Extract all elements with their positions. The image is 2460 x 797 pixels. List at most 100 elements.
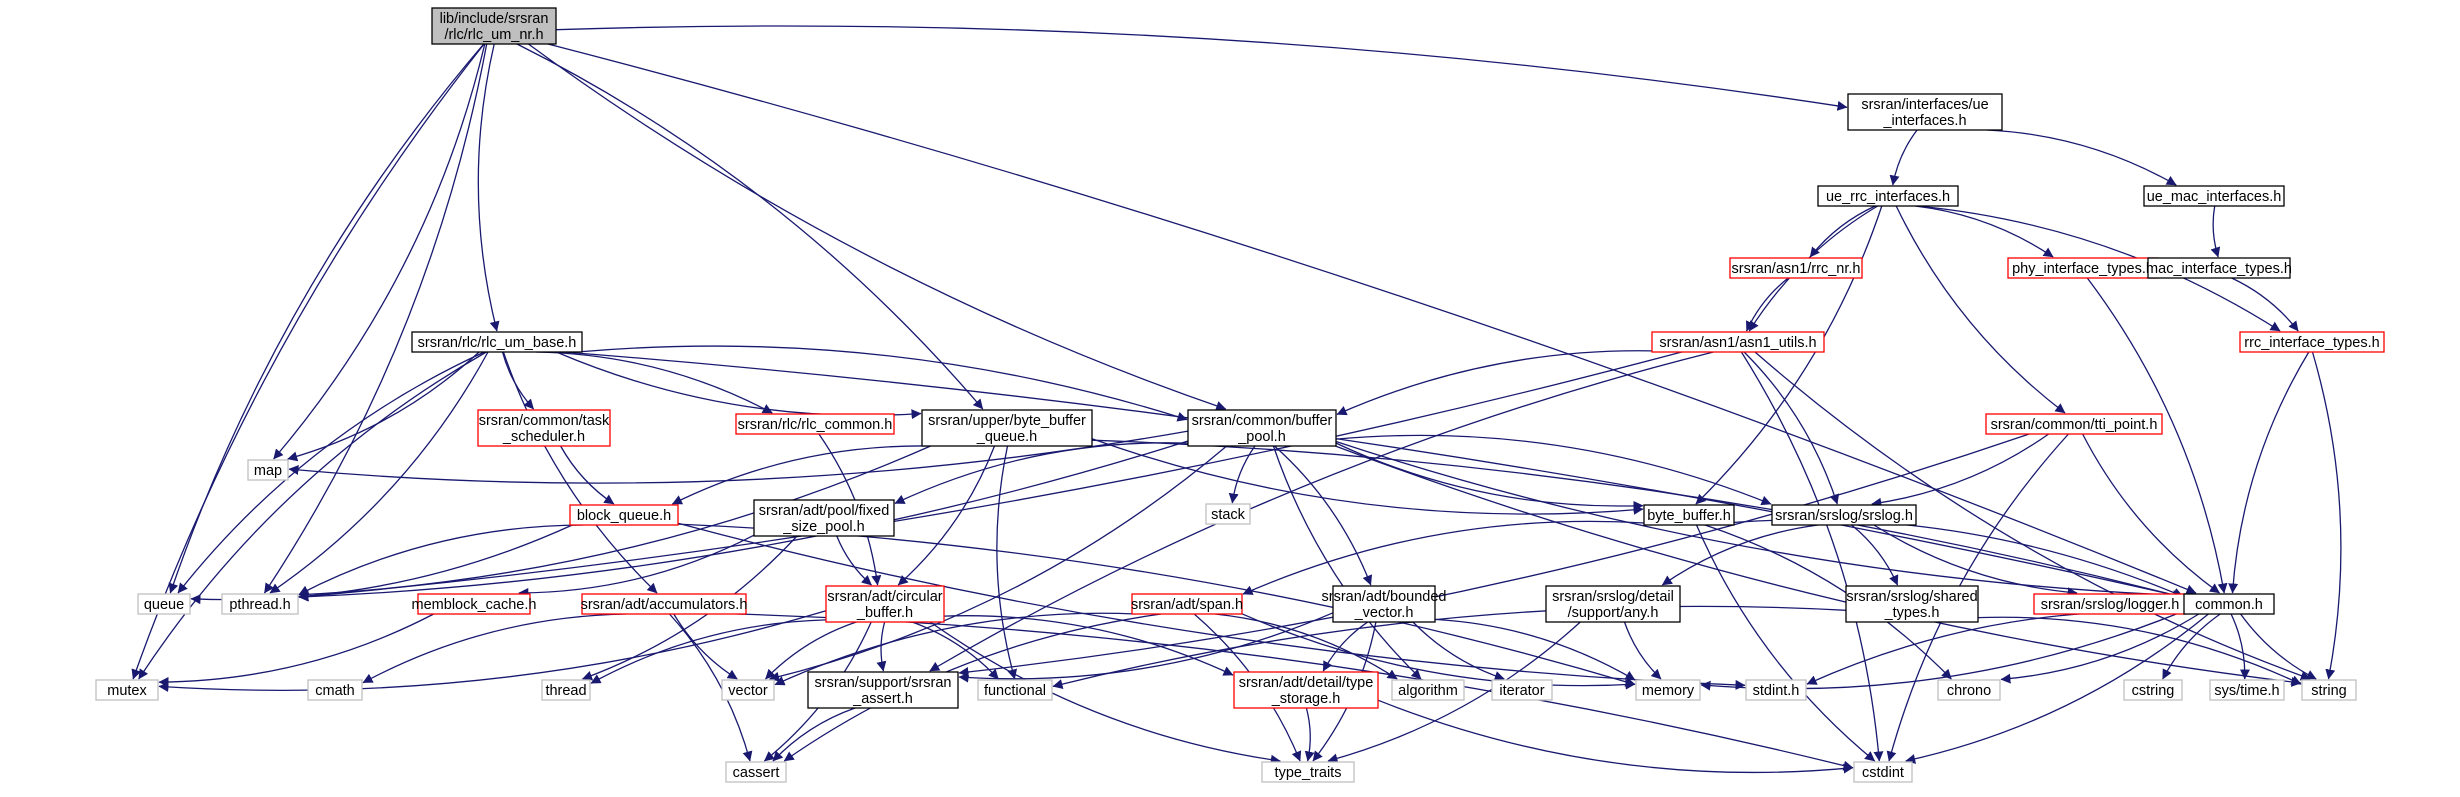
node-rlccom[interactable]: srsran/rlc/rlc_common.h — [735, 413, 895, 435]
node-umbase[interactable]: srsran/rlc/rlc_um_base.h — [411, 331, 583, 353]
node-root[interactable]: lib/include/srsran/rlc/rlc_um_nr.h — [431, 7, 557, 45]
node-ue_mac[interactable]: ue_mac_interfaces.h — [2143, 185, 2285, 207]
edge-asn1u-to-bpool — [1336, 350, 1683, 416]
edge-common-to-cstring — [2162, 613, 2221, 680]
edge-span-to-memory — [1241, 613, 1636, 690]
node-ue_rrc[interactable]: ue_rrc_interfaces.h — [1817, 185, 1959, 207]
edge-ue_rrc-to-rrc_nr — [1809, 205, 1876, 258]
node-label-tti: srsran/common/tti_point.h — [1991, 417, 2158, 433]
edge-root-to-map — [273, 43, 486, 460]
node-asn1u[interactable]: srsran/asn1/asn1_utils.h — [1651, 331, 1825, 353]
edge-srslog-to-anyh — [1661, 524, 1819, 586]
edge-blockq-to-stdint — [677, 522, 1746, 690]
node-label-vector: vector — [728, 683, 768, 699]
node-span[interactable]: srsran/adt/span.h — [1131, 593, 1243, 615]
node-ue_if[interactable]: srsran/interfaces/ue_interfaces.h — [1847, 93, 2003, 131]
node-chrono: chrono — [1937, 679, 2001, 701]
node-fixed[interactable]: srsran/adt/pool/fixed_size_pool.h — [753, 499, 895, 537]
edge-root-to-bbq — [516, 43, 984, 410]
node-label-systime: sys/time.h — [2214, 683, 2279, 699]
node-label-algorithm: algorithm — [1398, 683, 1458, 699]
node-box-fixed — [753, 499, 895, 537]
edge-sassert-to-cassert — [772, 707, 856, 762]
node-rrc_if[interactable]: rrc_interface_types.h — [2239, 331, 2385, 353]
node-box-mac_if — [2147, 257, 2291, 279]
node-srslog[interactable]: srsran/srslog/srslog.h — [1771, 504, 1917, 526]
edge-bvec-to-sassert — [958, 612, 1334, 683]
node-box-bvec — [1332, 585, 1436, 623]
node-box-shtypes — [1845, 585, 1979, 623]
node-sassert[interactable]: srsran/support/srsran_assert.h — [807, 671, 959, 709]
edge-anyh-to-typetr — [1327, 621, 1581, 764]
node-box-root — [431, 7, 557, 45]
node-phy_if[interactable]: phy_interface_types.h — [2007, 257, 2159, 279]
node-box-stack — [1205, 503, 1251, 525]
node-box-bpool — [1187, 409, 1337, 447]
node-box-memory — [1635, 679, 1701, 701]
node-box-rrc_if — [2239, 331, 2385, 353]
node-label-circ: srsran/adt/circular — [827, 589, 942, 605]
edge-bpool-to-common — [1335, 440, 2184, 601]
node-label-bvec: _vector.h — [1354, 605, 1414, 621]
node-logger[interactable]: srsran/srslog/logger.h — [2033, 593, 2187, 615]
node-box-typetr — [1261, 761, 1355, 783]
node-iterator: iterator — [1491, 679, 1553, 701]
edge-shtypes-to-string — [1977, 616, 2302, 685]
node-label-sassert: srsran/support/srsran — [815, 675, 952, 691]
node-tti[interactable]: srsran/common/tti_point.h — [1985, 413, 2163, 435]
edge-fixed-to-thread — [582, 535, 798, 681]
node-box-cmath — [307, 679, 363, 701]
node-label-thread: thread — [545, 683, 586, 699]
node-label-fixed: srsran/adt/pool/fixed — [759, 503, 890, 519]
node-box-chrono — [1937, 679, 2001, 701]
node-memblk[interactable]: memblock_cache.h — [412, 593, 537, 615]
node-box-circ — [825, 585, 945, 623]
node-label-common: common.h — [2195, 597, 2263, 613]
node-functional: functional — [977, 679, 1053, 701]
node-circ[interactable]: srsran/adt/circular_buffer.h — [825, 585, 945, 623]
edge-root-to-ue_if — [555, 25, 1848, 111]
node-mac_if[interactable]: mac_interface_types.h — [2146, 257, 2292, 279]
node-box-pthread — [221, 593, 299, 615]
node-label-mutex: mutex — [107, 683, 147, 699]
edge-circ-to-vector — [765, 621, 857, 680]
edge-phy_if-to-common — [2086, 277, 2228, 594]
node-cassert: cassert — [725, 761, 787, 783]
node-accum[interactable]: srsran/adt/accumulators.h — [581, 593, 748, 615]
node-box-functional — [977, 679, 1053, 701]
node-rrc_nr[interactable]: srsran/asn1/rrc_nr.h — [1729, 257, 1863, 279]
node-label-bpool: _pool.h — [1237, 429, 1286, 445]
node-label-memory: memory — [1642, 683, 1695, 699]
edge-umbase-to-rlccom — [535, 351, 773, 414]
edge-circ-to-typest — [943, 615, 1234, 676]
node-blockq[interactable]: block_queue.h — [569, 504, 679, 526]
node-bbq[interactable]: srsran/upper/byte_buffer_queue.h — [921, 409, 1093, 447]
node-box-cassert — [725, 761, 787, 783]
node-label-span: srsran/adt/span.h — [1131, 597, 1243, 613]
node-anyh[interactable]: srsran/srslog/detail/support/any.h — [1545, 585, 1681, 623]
node-typest[interactable]: srsran/adt/detail/type_storage.h — [1233, 671, 1379, 709]
edge-srslog-to-logger — [1873, 524, 2078, 598]
node-label-root: /rlc/rlc_um_nr.h — [444, 27, 543, 43]
node-stack: stack — [1205, 503, 1251, 525]
node-label-ue_rrc: ue_rrc_interfaces.h — [1826, 189, 1950, 205]
node-algorithm: algorithm — [1391, 679, 1465, 701]
node-box-task — [477, 409, 611, 447]
node-box-algorithm — [1391, 679, 1465, 701]
node-bytebuf[interactable]: byte_buffer.h — [1643, 504, 1735, 526]
node-label-shtypes: srsran/srslog/shared — [1846, 589, 1977, 605]
edge-bbq-to-bytebuf — [1091, 438, 1644, 515]
node-label-functional: functional — [984, 683, 1046, 699]
edge-root-to-umbase — [477, 43, 500, 332]
node-task[interactable]: srsran/common/task_scheduler.h — [477, 409, 611, 447]
node-box-iterator — [1491, 679, 1553, 701]
node-bvec[interactable]: srsran/adt/bounded_vector.h — [1322, 585, 1447, 623]
node-bpool[interactable]: srsran/common/buffer_pool.h — [1187, 409, 1337, 447]
node-common[interactable]: common.h — [2183, 593, 2275, 615]
edge-root-to-mutex — [131, 43, 485, 680]
node-label-anyh: srsran/srslog/detail — [1552, 589, 1674, 605]
node-label-shtypes: _types.h — [1884, 605, 1940, 621]
edge-circ-to-functional — [911, 621, 999, 680]
node-shtypes[interactable]: srsran/srslog/shared_types.h — [1845, 585, 1979, 623]
